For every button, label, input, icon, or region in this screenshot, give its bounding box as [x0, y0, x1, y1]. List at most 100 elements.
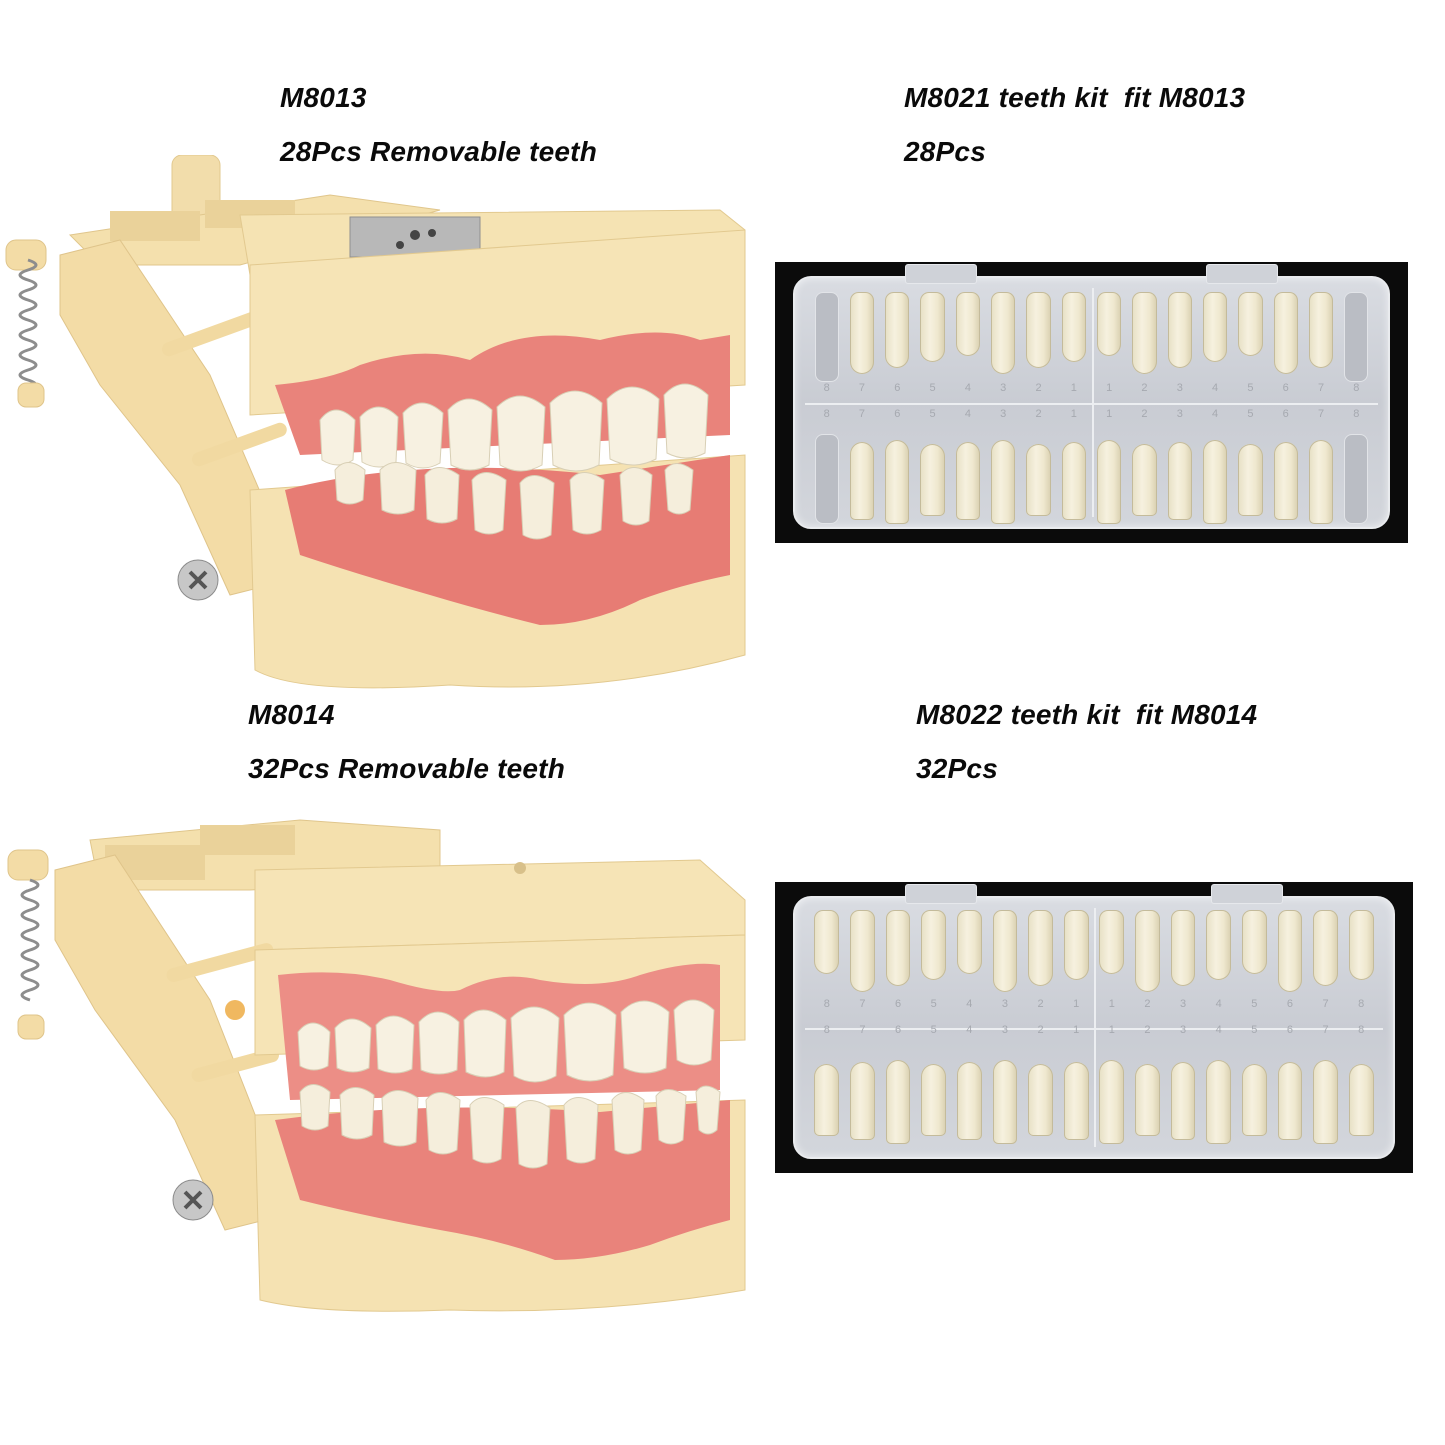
tooth-slot: [1305, 292, 1336, 368]
upper-teeth-row: [809, 292, 1374, 382]
tooth-number: 2: [1037, 998, 1044, 1010]
tooth-icon: [1277, 910, 1303, 992]
tooth-icon: [1063, 1062, 1089, 1140]
tooth-number: 6: [895, 998, 902, 1010]
tooth-icon: [1170, 910, 1196, 986]
tooth-icon: [955, 292, 981, 356]
tooth-slot: [1235, 292, 1266, 356]
tooth-icon: [885, 1060, 911, 1144]
tooth-icon: [956, 910, 982, 974]
typodont-illustration: [5, 154, 746, 689]
tooth-icon: [1238, 292, 1263, 356]
tooth-slot: [1274, 910, 1306, 992]
case-divider: [805, 1027, 1383, 1030]
empty-slot: [1341, 434, 1372, 524]
empty-pocket: [814, 292, 839, 382]
tooth-icon: [1135, 1064, 1160, 1136]
tooth-slot: [1023, 292, 1054, 368]
tooth-number: 5: [1247, 408, 1254, 420]
tooth-number: 6: [1286, 998, 1293, 1010]
tooth-icon: [956, 1062, 982, 1140]
tooth-number: 2: [1035, 408, 1042, 420]
tooth-slot: [1239, 910, 1271, 974]
tooth-icon: [1206, 910, 1232, 980]
tooth-slot: [1167, 1054, 1199, 1140]
tooth-slot: [1132, 1054, 1164, 1136]
tooth-slot: [1270, 292, 1301, 374]
tooth-slot: [1235, 434, 1266, 516]
tooth-icon: [885, 292, 910, 368]
tooth-number: 8: [823, 1024, 830, 1036]
tooth-slot: [1274, 1054, 1306, 1140]
tooth-icon: [1099, 910, 1125, 974]
tooth-number: 6: [1282, 382, 1289, 394]
tooth-slot: [811, 910, 843, 974]
tooth-number: 5: [929, 408, 936, 420]
tooth-slot: [1164, 434, 1195, 520]
tooth-slot: [1310, 910, 1342, 986]
tooth-slot: [989, 910, 1021, 992]
tooth-number: 5: [930, 998, 937, 1010]
tooth-icon: [1167, 442, 1192, 520]
tooth-icon: [1241, 910, 1267, 974]
tooth-number: 3: [1180, 1024, 1187, 1036]
tooth-icon: [885, 440, 910, 524]
tooth-icon: [849, 442, 875, 520]
tooth-number: 2: [1141, 408, 1148, 420]
tooth-number: 6: [1286, 1024, 1293, 1036]
tooth-slot: [1167, 910, 1199, 986]
tooth-number: 4: [964, 408, 971, 420]
tooth-slot: [1025, 910, 1057, 986]
tooth-number: 4: [966, 998, 973, 1010]
tooth-number: 2: [1037, 1024, 1044, 1036]
product-code-m8013: M8013: [280, 82, 367, 113]
tooth-slot: [1129, 434, 1160, 516]
tooth-slot: [954, 1054, 986, 1140]
tooth-number: 1: [1073, 998, 1080, 1010]
tooth-number: 7: [1322, 998, 1329, 1010]
tooth-slot: [1023, 434, 1054, 516]
tooth-icon: [1241, 1064, 1267, 1136]
tooth-number: 2: [1144, 1024, 1151, 1036]
tooth-slot: [954, 910, 986, 974]
case-hinge: [1211, 884, 1283, 904]
tooth-slot: [952, 292, 983, 356]
tooth-number: 3: [1001, 1024, 1008, 1036]
tooth-number: 3: [1176, 382, 1183, 394]
tooth-icon: [1348, 910, 1374, 980]
tooth-slot: [918, 1054, 950, 1136]
tooth-icon: [1308, 440, 1334, 524]
tooth-number: 2: [1144, 998, 1151, 1010]
tooth-slot: [1058, 434, 1089, 520]
empty-slot: [1341, 292, 1372, 382]
tooth-icon: [1313, 1060, 1338, 1144]
tooth-number: 7: [858, 382, 866, 394]
tooth-slot: [846, 292, 877, 374]
tooth-icon: [1313, 910, 1338, 986]
tooth-number: 8: [1358, 998, 1365, 1010]
tooth-slot: [917, 434, 948, 516]
tooth-number: 4: [1215, 998, 1222, 1010]
tooth-number: 8: [823, 998, 830, 1010]
tooth-icon: [1099, 1060, 1125, 1144]
tooth-slot: [1345, 910, 1377, 980]
tooth-slot: [882, 434, 913, 524]
tooth-icon: [991, 292, 1016, 374]
tooth-slot: [988, 434, 1019, 524]
tooth-number: 1: [1073, 1024, 1080, 1036]
tooth-slot: [882, 292, 913, 368]
tooth-slot: [882, 1054, 914, 1144]
case-hinge: [905, 264, 977, 284]
upper-teeth-row: [809, 910, 1379, 992]
tooth-number: 4: [964, 382, 971, 394]
tooth-icon: [1206, 1060, 1232, 1144]
tooth-slot: [847, 910, 879, 992]
tooth-number: 7: [858, 408, 866, 420]
